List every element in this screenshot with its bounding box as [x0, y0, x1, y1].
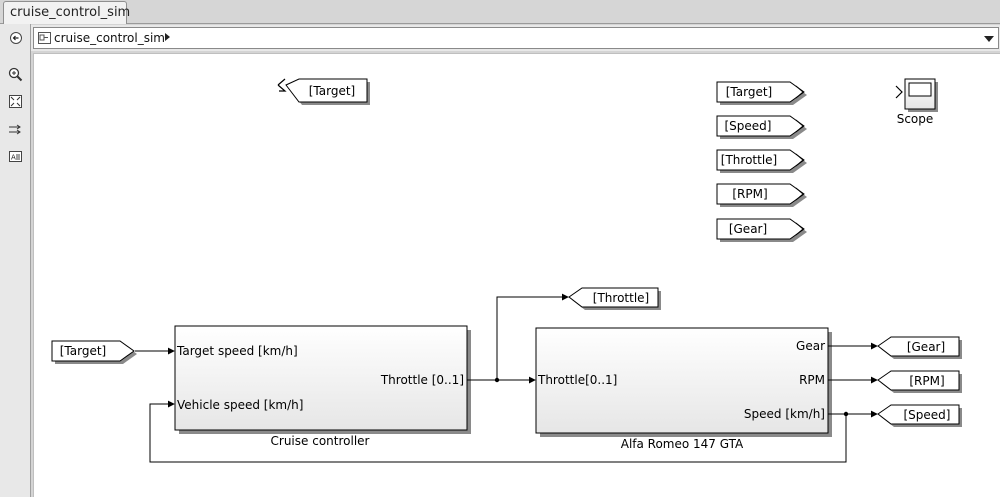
from-target-input-label: [Target]: [60, 344, 107, 358]
signal-throttle-to-goto: [496, 293, 569, 380]
controller-input-vehicle-speed: Vehicle speed [km/h]: [177, 398, 303, 412]
from-target-input-block[interactable]: [Target]: [51, 340, 137, 364]
from-target-label: [Target]: [309, 84, 356, 98]
goto-gear-out-block[interactable]: [Gear]: [877, 336, 962, 359]
controller-input-target-speed: Target speed [km/h]: [176, 344, 298, 358]
goto-throttle-mid-label: [Throttle]: [593, 291, 649, 305]
goto-gear-label: [Gear]: [729, 222, 767, 236]
plant-output-rpm: RPM: [799, 373, 825, 387]
model-path-text: cruise_control_sim: [54, 31, 165, 45]
address-bar: cruise_control_sim: [31, 25, 1000, 51]
annotation-icon[interactable]: A: [6, 147, 25, 166]
model-icon: [38, 32, 51, 44]
goto-speed-label: [Speed]: [725, 119, 772, 133]
left-toolbar: A: [0, 24, 31, 497]
controller-name: Cruise controller: [271, 434, 370, 448]
signal-arrows-icon[interactable]: [6, 120, 25, 139]
controller-output-throttle: Throttle [0..1]: [380, 373, 464, 387]
back-arrow-icon[interactable]: [6, 28, 25, 47]
zoom-in-icon[interactable]: [6, 65, 25, 84]
plant-output-speed: Speed [km/h]: [744, 407, 825, 421]
fit-to-view-icon[interactable]: [6, 92, 25, 111]
goto-rpm-out-block[interactable]: [RPM]: [877, 370, 962, 393]
goto-rpm-block[interactable]: [RPM]: [716, 183, 807, 207]
scope-label: Scope: [897, 112, 934, 126]
goto-target-block[interactable]: [Target]: [716, 81, 807, 105]
svg-text:A: A: [11, 154, 16, 162]
branch-point-speed: [843, 411, 849, 417]
goto-gear-out-label: [Gear]: [907, 340, 945, 354]
goto-throttle-mid-block[interactable]: [Throttle]: [568, 287, 661, 310]
goto-rpm-out-label: [RPM]: [909, 374, 944, 388]
breadcrumb-chevron-icon[interactable]: [165, 33, 170, 41]
plant-name: Alfa Romeo 147 GTA: [621, 437, 744, 451]
plant-input-throttle: Throttle[0..1]: [537, 373, 617, 387]
signal-lines: [135, 293, 878, 463]
branch-point-throttle: [494, 377, 500, 383]
model-path-field[interactable]: cruise_control_sim: [33, 27, 999, 49]
cruise-controller-block[interactable]: Target speed [km/h] Vehicle speed [km/h]…: [174, 325, 471, 448]
goto-gear-block[interactable]: [Gear]: [716, 218, 807, 242]
goto-rpm-label: [RPM]: [732, 187, 767, 201]
goto-speed-out-block[interactable]: [Speed]: [877, 404, 962, 427]
plant-output-gear: Gear: [796, 339, 825, 353]
goto-target-label: [Target]: [726, 85, 773, 99]
from-target-block[interactable]: [Target]: [277, 78, 370, 105]
block-diagram: [Target] [Target] [Speed] [Throttle]: [51, 78, 962, 463]
signal-speed-feedback: [149, 400, 847, 463]
vehicle-plant-block[interactable]: Throttle[0..1] Gear RPM Speed [km/h] Alf…: [535, 327, 832, 451]
goto-throttle-label: [Throttle]: [721, 153, 777, 167]
goto-speed-out-label: [Speed]: [904, 408, 951, 422]
goto-throttle-block[interactable]: [Throttle]: [716, 149, 807, 173]
tab-strip: cruise_control_sim: [0, 0, 1000, 24]
scope-block[interactable]: Scope: [895, 78, 938, 126]
goto-speed-block[interactable]: [Speed]: [716, 115, 807, 139]
tab-cruise-control-sim[interactable]: cruise_control_sim: [3, 1, 130, 24]
path-dropdown-icon[interactable]: [984, 36, 994, 42]
diagram-canvas[interactable]: [Target] [Target] [Speed] [Throttle]: [33, 53, 1000, 497]
